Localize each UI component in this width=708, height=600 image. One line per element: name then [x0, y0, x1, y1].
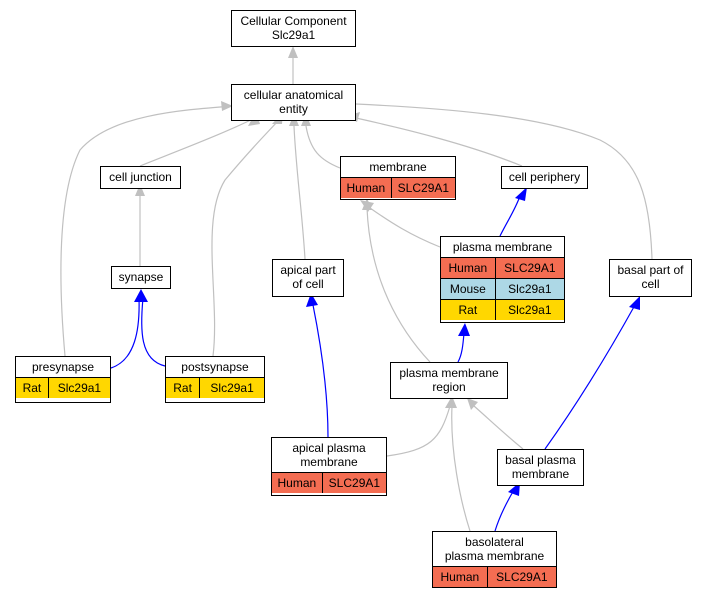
gene-cell: Slc29a1 [199, 377, 264, 398]
arrow-synapse-junction [135, 184, 145, 196]
node-label: cell periphery [508, 170, 581, 184]
arrow-pm-region-membrane [362, 198, 372, 210]
edge-pm-region-membrane [366, 207, 431, 363]
node-basolateral-plasma-membrane[interactable]: basolateral plasma membrane Human SLC29A… [432, 531, 557, 588]
edge-periphery-cae [355, 117, 523, 167]
arrow-basal-pm-basal-part [629, 296, 640, 310]
node-label: membrane [369, 160, 427, 174]
species-cell: Human [441, 257, 496, 279]
node-presynapse[interactable]: presynapse Rat Slc29a1 [15, 356, 111, 403]
edge-plasma-membrane-membrane [369, 207, 441, 248]
gene-cell: SLC29A1 [390, 177, 455, 198]
arrow-plasma-membrane-periphery [515, 187, 527, 201]
node-membrane[interactable]: membrane Human SLC29A1 [340, 156, 456, 200]
edge-basal-part-cae [355, 103, 653, 260]
node-plasma-membrane[interactable]: plasma membrane Human SLC29A1 Mouse Slc2… [440, 236, 565, 323]
gene-cell: Slc29a1 [494, 299, 564, 320]
node-label: basal part of cell [617, 263, 684, 291]
species-cell: Human [433, 566, 488, 587]
node-label: apical plasma membrane [292, 441, 366, 469]
node-apical-plasma-membrane[interactable]: apical plasma membrane Human SLC29A1 [271, 437, 387, 496]
gene-cell: SLC29A1 [486, 566, 556, 587]
node-cellular-anatomical-entity[interactable]: cellular anatomical entity [231, 84, 356, 121]
edge-basolateral-basal-pm [494, 489, 515, 532]
node-cell-junction[interactable]: cell junction [100, 166, 181, 189]
edge-plasma-membrane-periphery [499, 195, 521, 237]
edge-presynapse-cae [60, 105, 234, 357]
edge-apical-part-cae [293, 125, 306, 260]
gene-cell: Slc29a1 [494, 278, 564, 300]
node-label: basal plasma membrane [505, 453, 576, 481]
node-plasma-membrane-region[interactable]: plasma membrane region [390, 362, 508, 399]
arrow-cae-root [288, 46, 298, 58]
node-label: basolateral plasma membrane [444, 535, 545, 563]
node-apical-part-of-cell[interactable]: apical part of cell [272, 259, 344, 297]
edge-apical-pm-pm-region [386, 405, 451, 457]
node-label: apical part of cell [280, 263, 336, 291]
species-cell: Human [272, 472, 323, 493]
node-label: plasma membrane [452, 240, 553, 254]
arrow-basal-pm-pm-region [467, 398, 478, 410]
gene-cell: SLC29A1 [494, 257, 564, 279]
node-label: cellular anatomical entity [243, 88, 344, 116]
edge-membrane-cae [305, 125, 341, 169]
gene-cell: Slc29a1 [47, 377, 110, 398]
arrow-basolateral-pm-region [447, 396, 457, 408]
node-cell-periphery[interactable]: cell periphery [501, 166, 588, 189]
arrow-apical-pm-apical-part [306, 293, 318, 307]
node-label: presynapse [31, 360, 95, 374]
species-cell: Rat [16, 377, 49, 398]
node-label: Cellular Component Slc29a1 [240, 14, 347, 42]
node-label: postsynapse [181, 360, 249, 374]
arrow-pm-region-plasma-membrane [458, 323, 470, 336]
edge-pm-region-plasma-membrane [457, 332, 465, 363]
species-cell: Rat [441, 299, 496, 320]
edge-basolateral-pm-region [451, 405, 471, 532]
edge-postsynapse-synapse [141, 297, 166, 367]
edge-postsynapse-cae [211, 120, 279, 357]
edge-basal-pm-pm-region [473, 405, 524, 450]
edge-junction-cae [139, 117, 256, 167]
node-basal-plasma-membrane[interactable]: basal plasma membrane [497, 449, 584, 486]
arrow-presynapse-cae [221, 101, 233, 111]
arrow-presynapse-synapse [134, 289, 148, 302]
edge-apical-pm-apical-part [312, 304, 329, 438]
species-cell: Rat [166, 377, 200, 398]
species-cell: Mouse [441, 278, 496, 300]
node-postsynapse[interactable]: postsynapse Rat Slc29a1 [165, 356, 265, 403]
node-label: cell junction [109, 170, 172, 184]
node-cellular-component[interactable]: Cellular Component Slc29a1 [231, 10, 356, 47]
node-label: synapse [118, 270, 164, 284]
gene-cell: SLC29A1 [321, 472, 386, 493]
species-cell: Human [341, 177, 392, 198]
edge-basal-pm-basal-part [544, 304, 636, 450]
edge-presynapse-synapse [110, 297, 140, 369]
node-basal-part-of-cell[interactable]: basal part of cell [609, 259, 692, 297]
node-synapse[interactable]: synapse [111, 266, 171, 289]
node-label: plasma membrane region [399, 366, 499, 394]
